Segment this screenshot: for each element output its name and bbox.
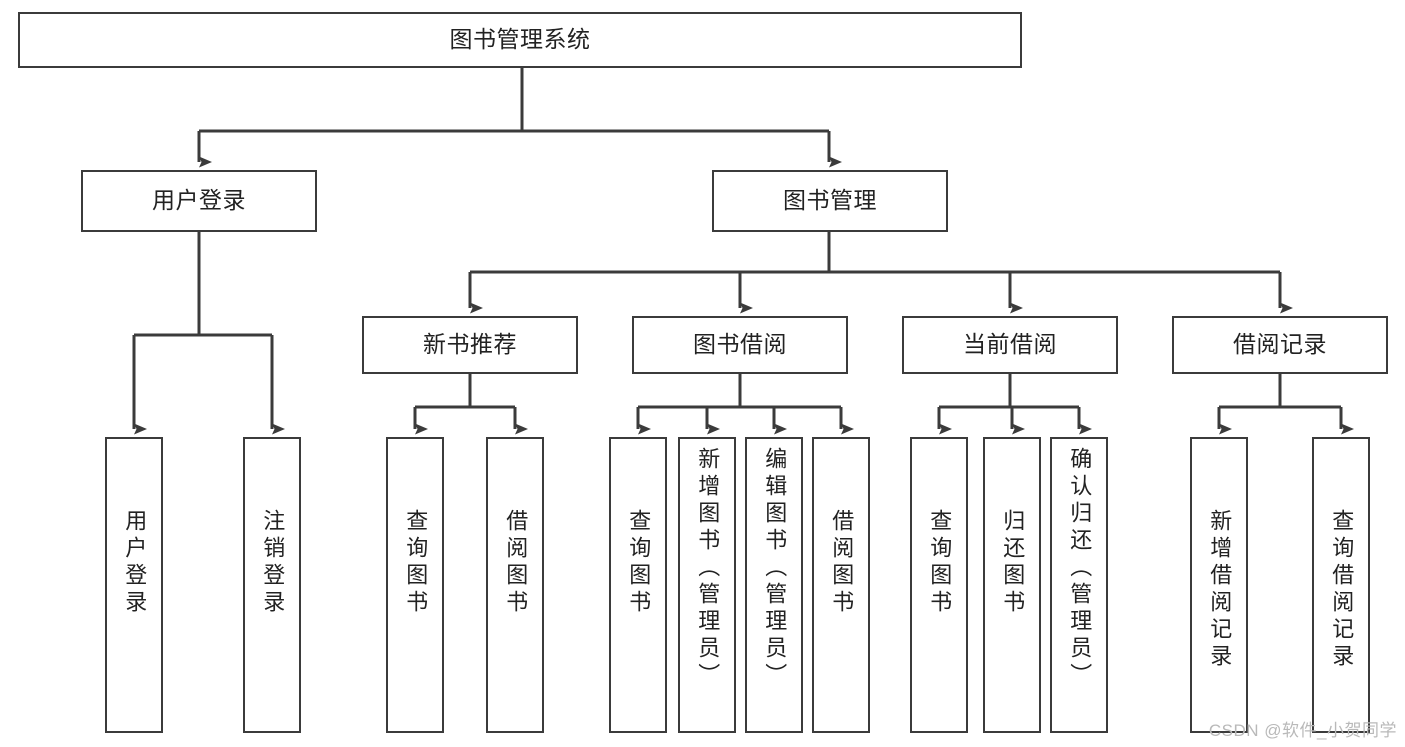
node-leaf-label: 新增图书（管理员） xyxy=(695,447,721,690)
node-leaf-user-login[interactable]: 用户登录 xyxy=(105,437,163,733)
node-user-login[interactable]: 用户登录 xyxy=(81,170,317,232)
node-leaf-label: 查询借阅记录 xyxy=(1329,509,1355,671)
node-leaf-label: 编辑图书（管理员） xyxy=(762,447,788,690)
node-leaf-logout[interactable]: 注销登录 xyxy=(243,437,301,733)
node-leaf-label: 确认归还（管理员） xyxy=(1067,447,1093,690)
node-leaf-label: 查询图书 xyxy=(403,509,429,617)
node-leaf-add-book-admin[interactable]: 新增图书（管理员） xyxy=(678,437,736,733)
node-leaf-return-book[interactable]: 归还图书 xyxy=(983,437,1041,733)
node-leaf-add-borrow-record[interactable]: 新增借阅记录 xyxy=(1190,437,1248,733)
node-leaf-label: 注销登录 xyxy=(260,509,286,617)
node-current-borrowing[interactable]: 当前借阅 xyxy=(902,316,1118,374)
watermark-text: CSDN @软件_小贺同学 xyxy=(1208,721,1397,740)
node-leaf-label: 查询图书 xyxy=(927,509,953,617)
node-leaf-query-borrow-record[interactable]: 查询借阅记录 xyxy=(1312,437,1370,733)
node-leaf-query-book-rec[interactable]: 查询图书 xyxy=(386,437,444,733)
node-leaf-query-book-borrow[interactable]: 查询图书 xyxy=(609,437,667,733)
node-book-borrowing[interactable]: 图书借阅 xyxy=(632,316,848,374)
node-leaf-label: 借阅图书 xyxy=(503,509,529,617)
node-leaf-confirm-return-admin[interactable]: 确认归还（管理员） xyxy=(1050,437,1108,733)
node-root-system[interactable]: 图书管理系统 xyxy=(18,12,1022,68)
node-book-management[interactable]: 图书管理 xyxy=(712,170,948,232)
node-leaf-label: 归还图书 xyxy=(1000,509,1026,617)
node-leaf-query-book-current[interactable]: 查询图书 xyxy=(910,437,968,733)
node-leaf-borrow-book[interactable]: 借阅图书 xyxy=(812,437,870,733)
node-leaf-edit-book-admin[interactable]: 编辑图书（管理员） xyxy=(745,437,803,733)
node-new-book-recommendation[interactable]: 新书推荐 xyxy=(362,316,578,374)
node-leaf-label: 借阅图书 xyxy=(829,509,855,617)
node-leaf-label: 查询图书 xyxy=(626,509,652,617)
node-leaf-borrow-book-rec[interactable]: 借阅图书 xyxy=(486,437,544,733)
node-leaf-label: 用户登录 xyxy=(122,509,148,617)
node-leaf-label: 新增借阅记录 xyxy=(1207,509,1233,671)
node-borrowing-record[interactable]: 借阅记录 xyxy=(1172,316,1388,374)
